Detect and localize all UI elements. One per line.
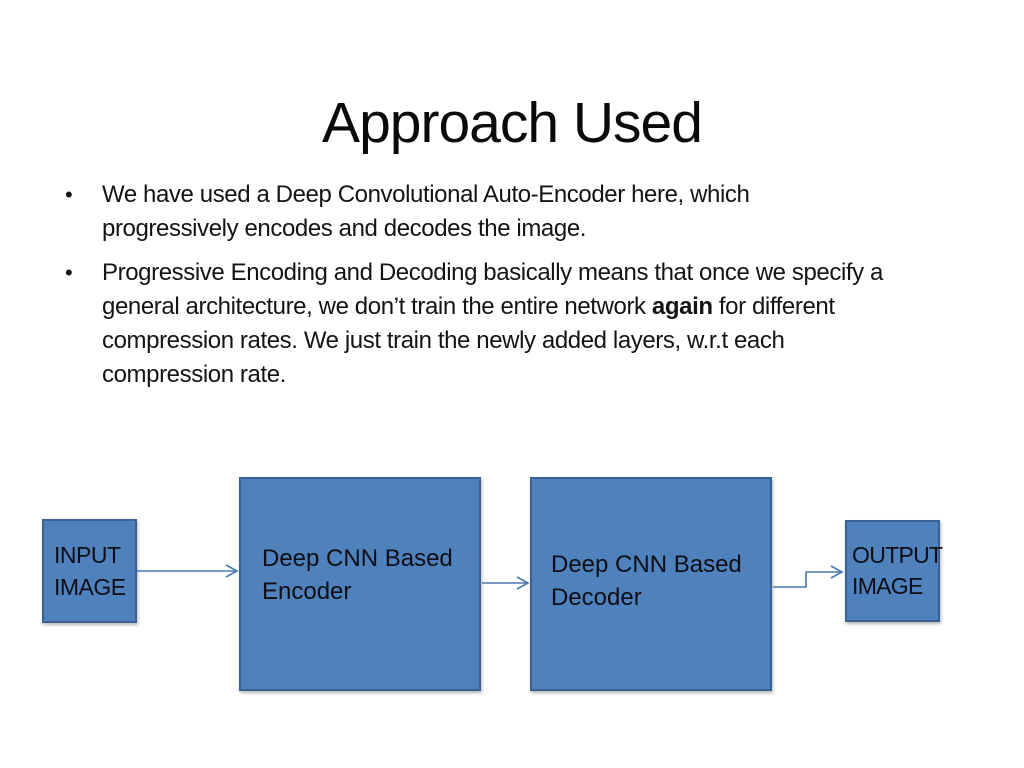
bullet-text-line: progressively encodes and decodes the im… bbox=[102, 215, 587, 242]
input-image-box: INPUT IMAGE bbox=[42, 519, 137, 623]
bullet-icon: • bbox=[65, 182, 73, 207]
box-label-line: Decoder bbox=[551, 584, 642, 611]
bullet-text-segment: general architecture, we don’t train the… bbox=[102, 293, 652, 320]
bullet-text-bold: again bbox=[651, 293, 713, 320]
box-label-line: IMAGE bbox=[852, 573, 923, 599]
box-label-line: INPUT bbox=[54, 542, 121, 568]
slide-title: Approach Used bbox=[322, 91, 703, 156]
bullet-text-line: compression rate. bbox=[102, 361, 286, 388]
list-item: • Progressive Encoding and Decoding basi… bbox=[65, 256, 985, 392]
bullet-text-line: compression rates. We just train the new… bbox=[102, 327, 785, 354]
box-label-line: OUTPUT bbox=[852, 542, 943, 568]
bullet-text-line: We have used a Deep Convolutional Auto-E… bbox=[102, 181, 750, 208]
box-label-line: Encoder bbox=[262, 578, 352, 605]
arrow-input-to-encoder-icon bbox=[137, 564, 239, 578]
arrow-decoder-to-output-icon bbox=[773, 565, 844, 588]
bullet-text: We have used a Deep Convolutional Auto-E… bbox=[102, 178, 750, 246]
bullet-text-segment: for different bbox=[712, 293, 835, 320]
encoder-box: Deep CNN Based Encoder bbox=[239, 477, 481, 691]
box-label-line: Deep CNN Based bbox=[262, 545, 453, 572]
bullet-text: Progressive Encoding and Decoding basica… bbox=[102, 256, 883, 392]
bullet-icon: • bbox=[65, 260, 73, 285]
box-label-line: Deep CNN Based bbox=[551, 551, 742, 578]
bullet-text-line: Progressive Encoding and Decoding basica… bbox=[102, 259, 883, 286]
list-item: • We have used a Deep Convolutional Auto… bbox=[65, 178, 985, 246]
bullet-list: • We have used a Deep Convolutional Auto… bbox=[65, 178, 985, 392]
bullet-text-line: general architecture, we don’t train the… bbox=[102, 290, 883, 324]
output-image-box: OUTPUT IMAGE bbox=[845, 520, 943, 622]
arrow-encoder-to-decoder-icon bbox=[482, 576, 530, 590]
box-label-line: IMAGE bbox=[54, 574, 126, 600]
decoder-box: Deep CNN Based Decoder bbox=[530, 477, 772, 691]
